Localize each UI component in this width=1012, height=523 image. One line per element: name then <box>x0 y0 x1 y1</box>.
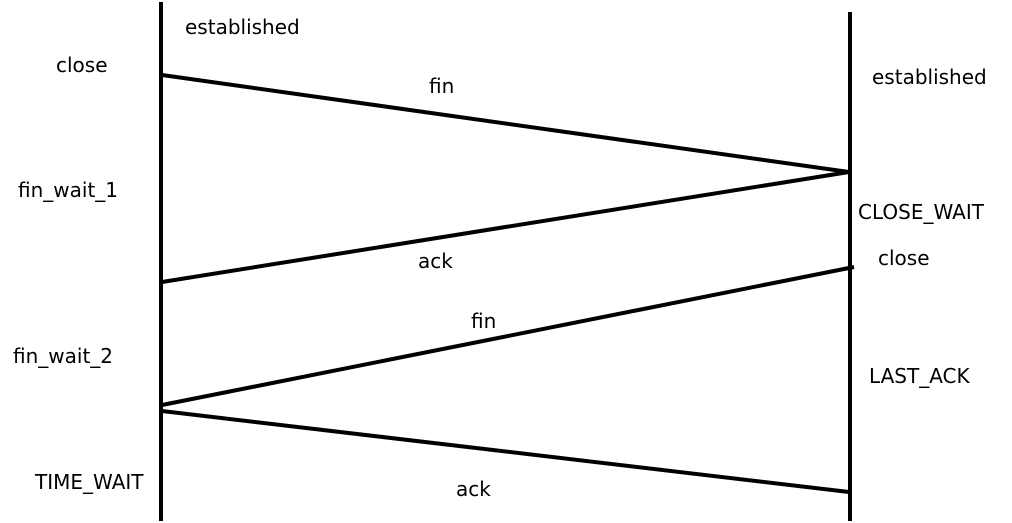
left-state-fin-wait-1: fin_wait_1 <box>18 178 119 202</box>
left-state-established: established <box>185 15 300 39</box>
ack-arrow-1 <box>161 170 850 284</box>
right-event-close: close <box>878 246 930 270</box>
fin-arrow-1 <box>161 73 850 174</box>
message-label-fin-1: fin <box>429 74 455 98</box>
left-state-fin-wait-2: fin_wait_2 <box>13 344 114 368</box>
ack-arrow-2 <box>161 409 850 494</box>
message-label-ack-1: ack <box>418 249 453 273</box>
right-state-established: established <box>872 65 987 89</box>
right-state-last-ack: LAST_ACK <box>869 364 970 388</box>
message-label-fin-2: fin <box>471 309 497 333</box>
right-state-close-wait: CLOSE_WAIT <box>858 200 984 224</box>
left-state-time-wait: TIME_WAIT <box>35 470 144 494</box>
left-event-close: close <box>56 53 108 77</box>
message-label-ack-2: ack <box>456 477 491 501</box>
fin-arrow-2 <box>161 265 855 407</box>
